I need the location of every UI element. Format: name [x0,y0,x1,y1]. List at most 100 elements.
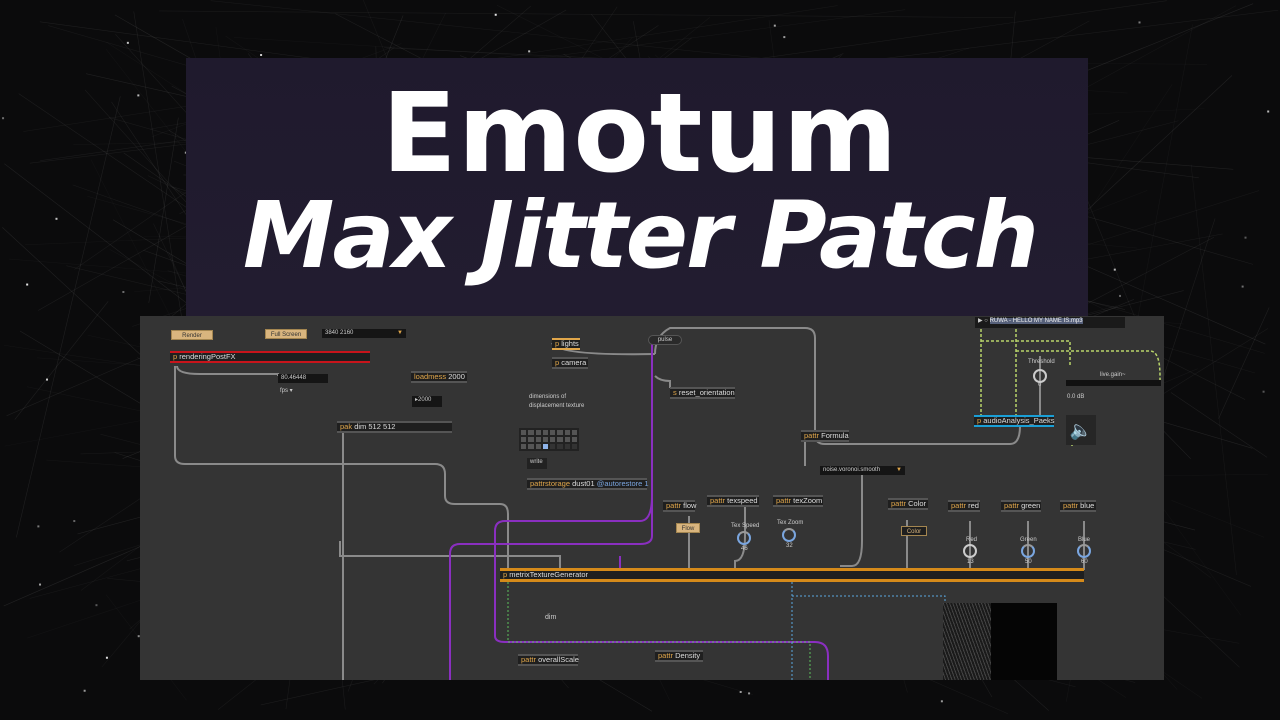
preset-slot[interactable] [521,430,527,435]
texture-preview-black [991,603,1057,680]
pulse-object[interactable]: pulse [648,335,682,345]
preset-slot[interactable] [550,437,556,442]
fps-unit: fps [280,388,289,394]
pattr-color[interactable]: pattr Color [888,498,928,510]
preset-slot[interactable] [542,437,548,442]
green-dial[interactable] [1021,544,1035,558]
preset-slot[interactable] [528,430,534,435]
red-dial[interactable] [963,544,977,558]
blue-dial[interactable] [1077,544,1091,558]
flow-button[interactable]: Flow [676,523,700,533]
preset-slot[interactable] [564,437,570,442]
chevron-down-icon: ▼ [896,467,902,473]
preset-slot[interactable] [528,444,534,449]
fps-unit-menu[interactable]: fps ▾ [280,388,293,394]
preset-slot[interactable] [535,437,541,442]
loadmess-object[interactable]: loadmess 2000 [411,371,467,383]
preset-slot[interactable] [564,430,570,435]
write-message[interactable]: write [527,458,547,469]
resolution-value: 3840 2160 [325,330,354,336]
pattr-density[interactable]: pattr Density [655,650,703,662]
comment-dim: dim [545,614,557,621]
pattr-formula[interactable]: pattr Formula [801,430,849,442]
live-gain-slider[interactable] [1066,380,1161,386]
send-reset-orientation[interactable]: s reset_orientation [670,387,735,399]
preset-slot[interactable] [535,444,541,449]
pattr-blue[interactable]: pattr blue [1060,500,1096,512]
object-keyword: p [555,358,560,367]
object-keyword: pattr [1004,501,1020,510]
gain-value: 0.0 dB [1067,394,1085,400]
object-keyword: s [673,388,677,397]
texspeed-dial[interactable] [737,531,751,545]
camera-object[interactable]: p camera [552,357,588,369]
preset-slot[interactable] [535,430,541,435]
formula-dropdown[interactable]: noise.voronoi.smooth ▼ [820,466,905,475]
speaker-icon[interactable]: 🔈 [1066,415,1096,445]
pattr-texspeed[interactable]: pattr texspeed [707,495,759,507]
preset-slot[interactable] [557,430,563,435]
object-keyword: pattr [1063,501,1079,510]
object-keyword: p [503,570,508,579]
pattr-texzoom[interactable]: pattr texZoom [773,495,823,507]
object-keyword: pak [340,422,353,431]
preset-slot[interactable] [571,444,577,449]
texzoom-value: 32 [786,543,793,549]
fps-number-box[interactable]: 80.46448 [278,374,328,383]
resolution-dropdown[interactable]: 3840 2160 ▼ [322,329,406,338]
preset-slot[interactable] [564,444,570,449]
object-keyword: pattr [521,655,537,664]
texspeed-value: 46 [741,546,748,552]
green-value: 50 [1025,559,1032,565]
preset-slot[interactable] [571,430,577,435]
object-text: texZoom [793,496,823,505]
texzoom-dial[interactable] [782,528,796,542]
subtitle-max-jitter-patch: Max Jitter Patch [242,182,1039,289]
pak-dim-object[interactable]: pak dim 512 512 [337,421,452,433]
preset-slot[interactable] [557,437,563,442]
preset-slot[interactable] [542,444,548,449]
number-box-2000[interactable]: ▸2000 [412,396,442,407]
color-button[interactable]: Color [901,526,927,536]
patch-cords [174,324,1161,680]
preset-slot[interactable] [521,437,527,442]
preset-slot[interactable] [550,444,556,449]
pattr-red[interactable]: pattr red [948,500,980,512]
preset-grid[interactable] [519,428,579,451]
preset-slot[interactable] [557,444,563,449]
object-text: texspeed [727,496,758,505]
object-keyword: p [977,416,982,425]
preset-slot[interactable] [542,430,548,435]
chevron-down-icon: ▼ [397,330,403,336]
formula-value: noise.voronoi.smooth [823,467,881,473]
rendering-postfx-object[interactable]: p renderingPostFX [170,351,370,363]
object-text: blue [1080,501,1095,510]
object-keyword: pattr [951,501,967,510]
preset-slot[interactable] [521,444,527,449]
preset-slot[interactable] [550,430,556,435]
play-icon[interactable]: ▶ ○ [978,318,990,324]
blue-label: Blue [1078,537,1091,543]
object-keyword: pattr [666,501,682,510]
lights-object[interactable]: p lights [552,338,580,350]
pattr-green[interactable]: pattr green [1001,500,1041,512]
audio-player[interactable]: ▶ ○ RUWA - HELLO MY NAME IS.mp3 [975,317,1125,328]
audio-analysis-object[interactable]: p audioAnalysis_Paeks [974,415,1055,427]
object-text: dim 512 512 [354,422,396,431]
object-text: reset_orientation [678,388,735,397]
render-button[interactable]: Render [171,330,213,340]
matrix-texture-generator-object[interactable]: p metrixTextureGenerator [500,568,1084,582]
max-patcher-canvas[interactable]: Render Full Screen 3840 2160 ▼ p renderin… [140,316,1164,680]
preset-slot[interactable] [528,437,534,442]
pattr-overallscale[interactable]: pattr overallScale [518,654,579,666]
gain-label: live.gain~ [1100,372,1126,378]
red-label: Red [966,537,978,543]
object-keyword: pattr [804,431,820,440]
pattr-flow[interactable]: pattr flow [663,500,696,512]
pattrstorage-object[interactable]: pattrstorage dust01 @autorestore 1 [527,478,649,490]
object-text: renderingPostFX [179,352,236,361]
preset-slot[interactable] [571,437,577,442]
title-emotum: Emotum [381,69,899,197]
threshold-dial[interactable] [1033,369,1047,383]
fullscreen-button[interactable]: Full Screen [265,329,307,339]
